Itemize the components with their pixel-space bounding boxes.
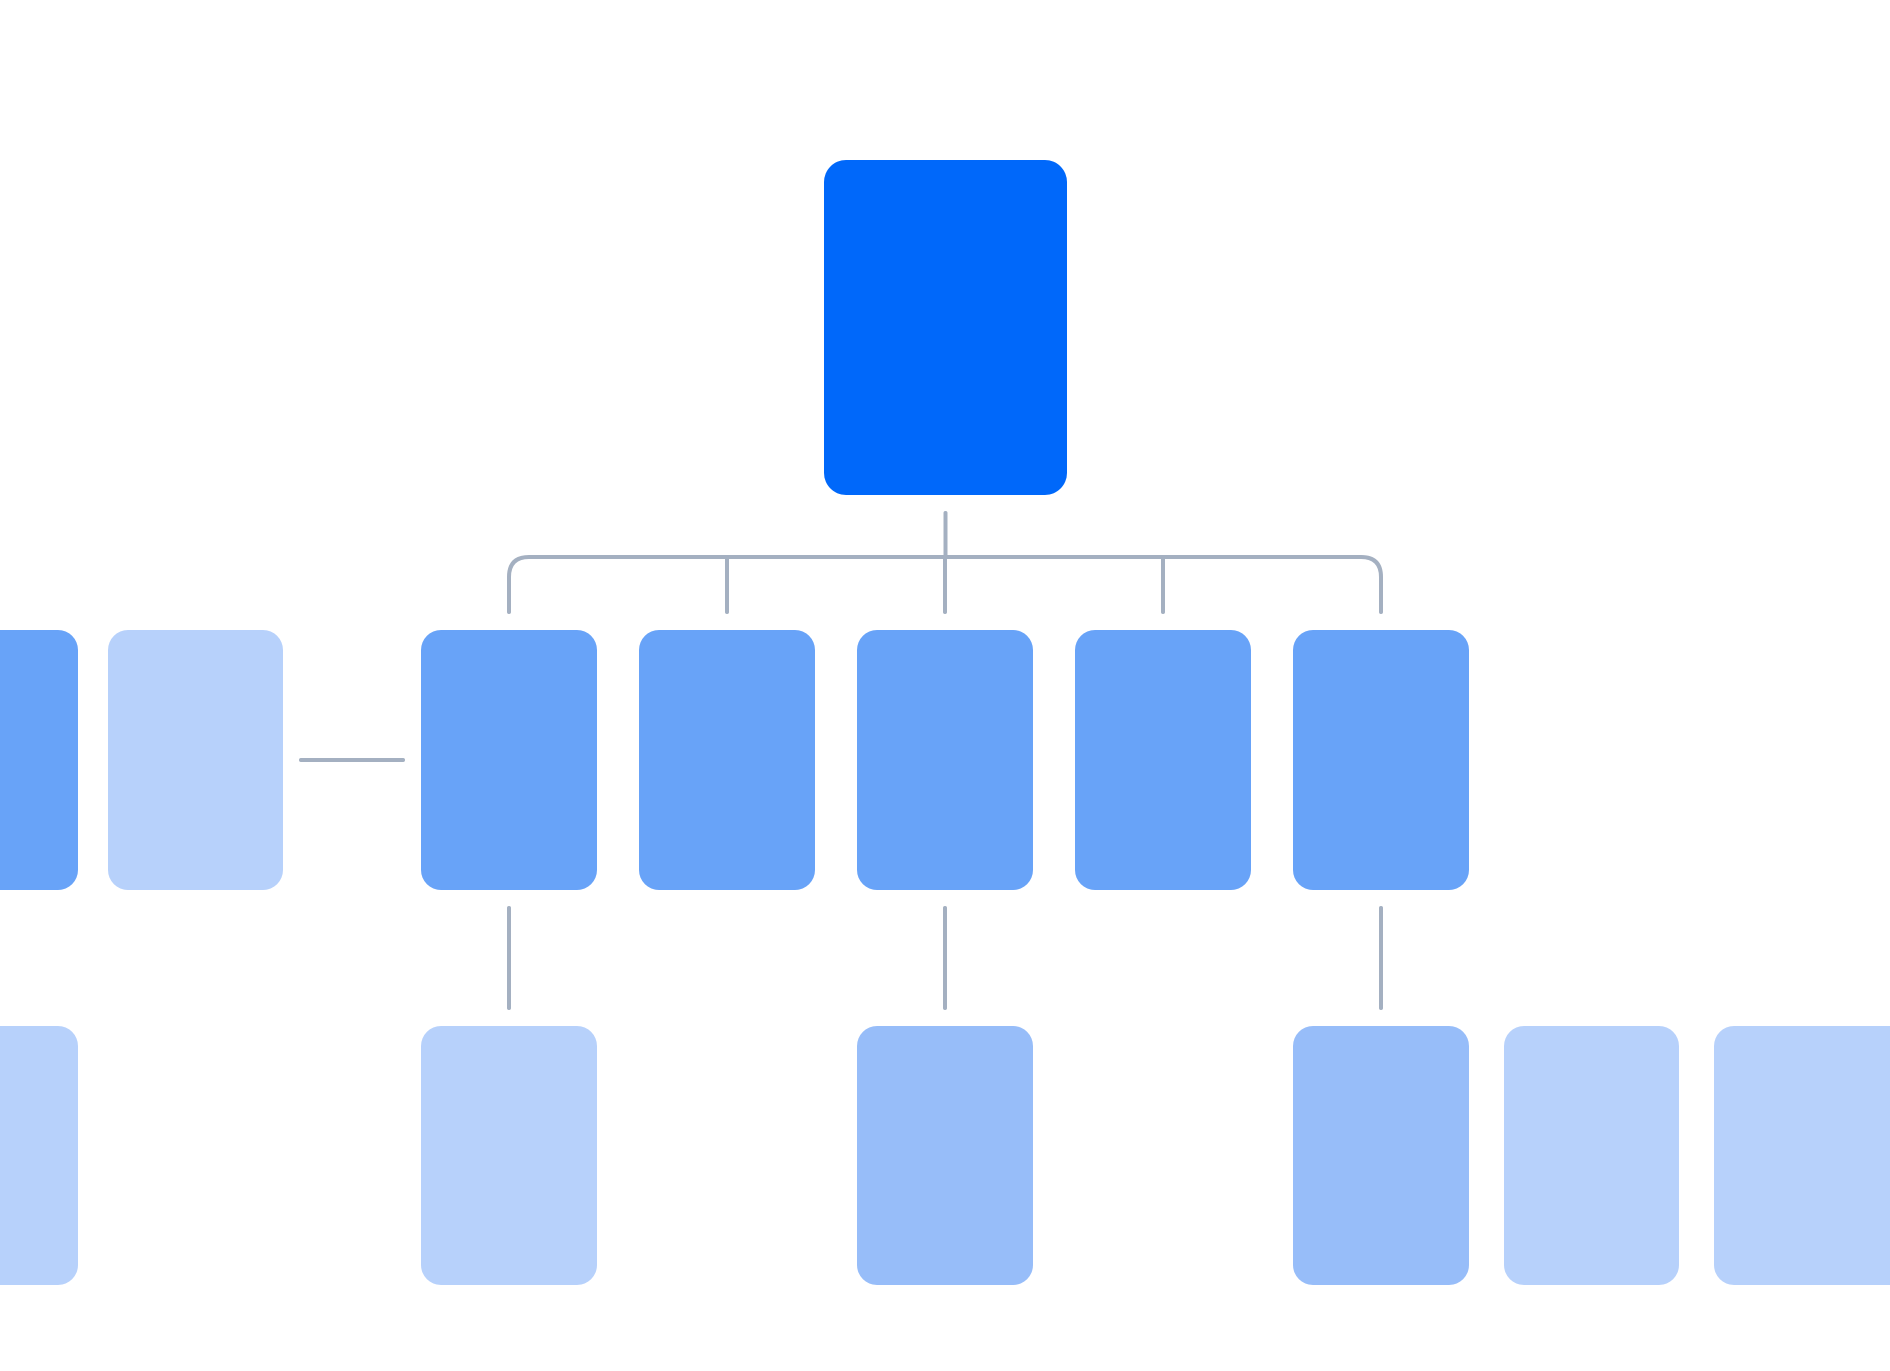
level2-node-5[interactable]	[1293, 1026, 1469, 1285]
level1-node-4[interactable]	[1075, 630, 1251, 890]
level2-node-6[interactable]	[1504, 1026, 1679, 1285]
level1-node-partial[interactable]	[0, 630, 78, 890]
level2-node-1[interactable]	[421, 1026, 597, 1285]
level2-node-3[interactable]	[857, 1026, 1033, 1285]
level1-node-inactive[interactable]	[108, 630, 283, 890]
level1-node-5[interactable]	[1293, 630, 1469, 890]
level2-node-partial[interactable]	[0, 1026, 78, 1285]
root-node[interactable]	[824, 160, 1067, 495]
level1-node-2[interactable]	[639, 630, 815, 890]
level1-node-3[interactable]	[857, 630, 1033, 890]
level2-node-7[interactable]	[1714, 1026, 1890, 1285]
level1-node-1[interactable]	[421, 630, 597, 890]
branch-bus-line	[507, 555, 1383, 614]
